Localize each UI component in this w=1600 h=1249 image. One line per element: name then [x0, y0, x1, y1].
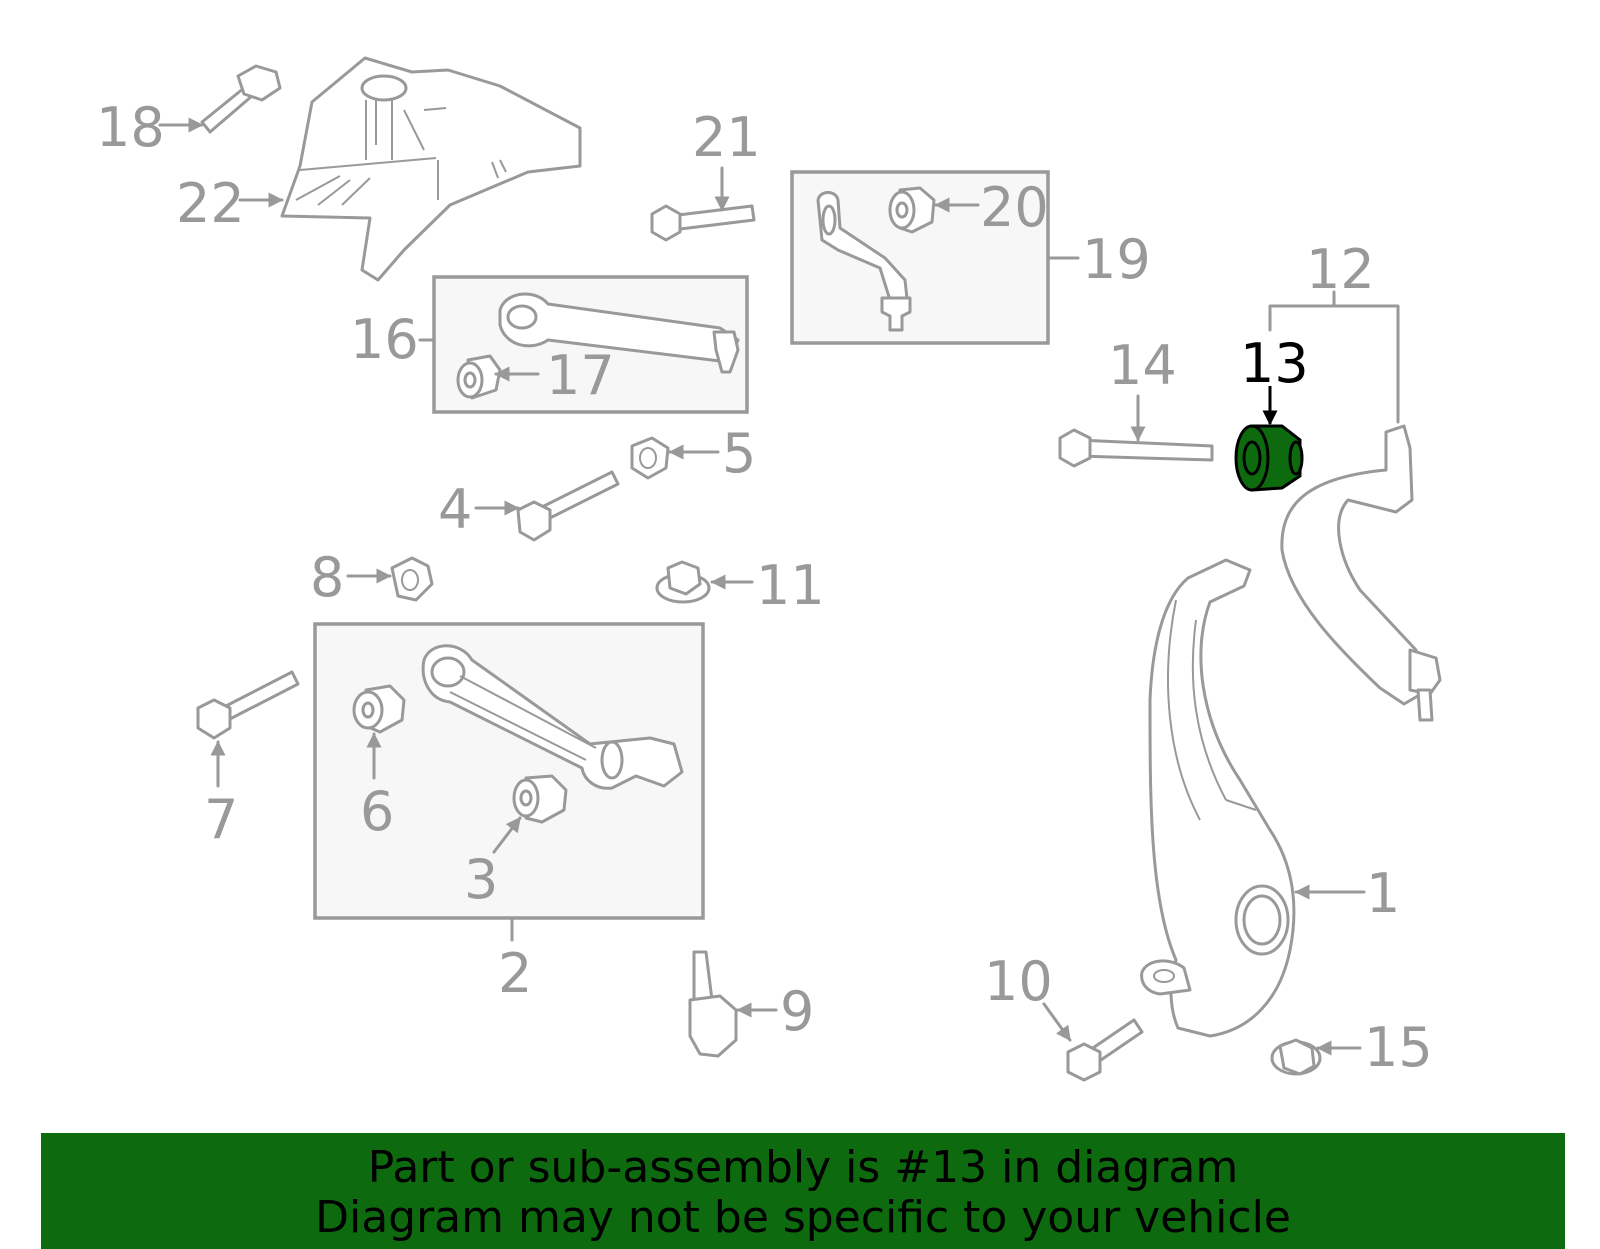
callout-21: 21 — [692, 106, 761, 169]
callout-20: 20 — [980, 176, 1049, 239]
callout-4: 4 — [438, 478, 472, 541]
callout-13[interactable]: 13 — [1240, 332, 1309, 395]
callout-22: 22 — [176, 172, 245, 235]
banner-line-1: Part or sub-assembly is #13 in diagram — [367, 1142, 1239, 1193]
callout-18: 18 — [96, 96, 165, 159]
callout-16: 16 — [350, 308, 419, 371]
callout-10: 10 — [984, 950, 1053, 1013]
nut-part-5 — [630, 436, 670, 480]
ball-joint-part-9 — [688, 950, 738, 1058]
info-banner: Part or sub-assembly is #13 in diagram D… — [41, 1133, 1565, 1249]
bolt-part-10 — [1066, 1018, 1144, 1082]
bushing-part-3 — [512, 774, 568, 824]
nut-part-11 — [655, 560, 711, 604]
bolt-part-18 — [200, 64, 282, 134]
bolt-part-21 — [650, 204, 756, 242]
callout-6: 6 — [360, 780, 394, 843]
callout-3: 3 — [464, 848, 498, 911]
bushing-part-6 — [352, 684, 406, 734]
steering-knuckle-part-1 — [1140, 558, 1296, 1038]
callout-11: 11 — [756, 554, 825, 617]
callout-12: 12 — [1306, 238, 1375, 301]
bolt-part-4 — [516, 470, 620, 542]
nut-part-8 — [390, 556, 434, 602]
nut-part-15 — [1270, 1038, 1322, 1076]
callout-14: 14 — [1108, 334, 1177, 397]
bolt-part-7 — [196, 670, 300, 740]
callout-5: 5 — [722, 422, 756, 485]
bushing-part-20 — [888, 186, 936, 234]
callout-2: 2 — [498, 942, 532, 1005]
control-arm-part-16 — [498, 292, 740, 374]
callout-17: 17 — [546, 344, 615, 407]
callout-9: 9 — [780, 980, 814, 1043]
control-arm-part-19 — [816, 191, 912, 332]
banner-line-2: Diagram may not be specific to your vehi… — [315, 1192, 1291, 1243]
control-arm-part-12 — [1280, 424, 1442, 722]
bushing-part-13[interactable] — [1234, 424, 1304, 492]
callout-15: 15 — [1364, 1016, 1433, 1079]
bolt-part-14 — [1058, 428, 1214, 468]
callout-7: 7 — [204, 788, 238, 851]
callout-1: 1 — [1366, 862, 1400, 925]
control-arm-part-2 — [421, 644, 684, 790]
subframe-bracket-part — [280, 56, 582, 282]
callout-8: 8 — [310, 546, 344, 609]
callout-19: 19 — [1082, 228, 1151, 291]
